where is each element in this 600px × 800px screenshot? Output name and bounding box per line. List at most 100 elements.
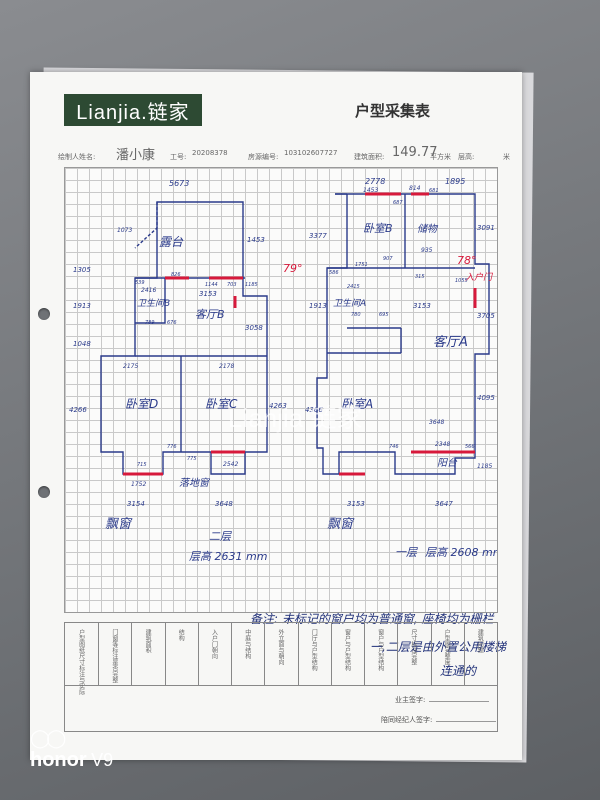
table-col-label: 中庭与结构: [243, 629, 251, 659]
area-value: 149.77: [392, 145, 438, 160]
dim-1752: 1752: [131, 481, 146, 488]
area-label: 建筑面积:: [354, 153, 385, 161]
dim-935: 935: [421, 247, 433, 254]
dim-4263: 4263: [269, 402, 287, 410]
table-col-label: 门厅与户型结构: [310, 629, 318, 671]
dim-2542: 2542: [223, 461, 238, 468]
height-label: 层高:: [458, 153, 475, 161]
camera-brand: honor: [30, 749, 87, 771]
dim-1913-1f: 1913: [309, 302, 327, 310]
house-value: 103102607727: [284, 149, 338, 157]
floor2-red-marks: [123, 276, 245, 476]
camera-model: V9: [91, 750, 114, 770]
dim-1751: 1751: [355, 262, 368, 268]
checklist-table: 户型图纸尺寸标注与实际门窗等标注是否完整建筑面积结构入户门朝向中庭与结构外立面与…: [64, 622, 498, 732]
dim-586: 586: [329, 270, 339, 276]
dim-746: 746: [389, 444, 399, 450]
dim-776: 776: [167, 444, 177, 450]
floor2-caption: 二层: [209, 530, 232, 543]
id-value: 20208378: [192, 149, 228, 157]
dim-2175: 2175: [123, 363, 138, 370]
dim-3058: 3058: [245, 324, 263, 332]
floor1-height-note: 层高 2608 mm: [425, 546, 497, 559]
dim-814: 814: [409, 185, 421, 192]
window-2f-label: 飘窗: [105, 517, 133, 532]
owner-sign: 业主签字:: [395, 695, 490, 705]
terrace-label: 露台: [159, 235, 184, 249]
remark-line-2: 一,二层是由外置公用楼梯: [370, 640, 506, 654]
table-col-label: 尺寸标注完整: [409, 629, 417, 665]
table-col-divider: [397, 623, 399, 685]
dim-681: 681: [429, 188, 439, 194]
dim-4095: 4095: [477, 394, 495, 402]
dim-4266: 4266: [69, 406, 87, 414]
form-title: 户型采集表: [355, 103, 431, 120]
floor2-labels: 露台 卫生间B 客厅B 卧室D 卧室C 落地窗 飘窗 5673 1073 130…: [69, 179, 303, 563]
dim-3648-2f: 3648: [215, 500, 233, 508]
storage-label: 储物: [417, 223, 439, 235]
bath-a-label: 卫生间A: [333, 298, 366, 309]
table-col-divider: [364, 623, 366, 685]
punch-hole-top: [38, 308, 50, 320]
punch-hole-bottom: [38, 486, 50, 498]
height-unit: 米: [503, 153, 510, 161]
table-col-label: 户型图纸尺寸标注与实际: [77, 629, 85, 695]
entrance-label: 入户门: [465, 272, 494, 283]
dim-1185: 1185: [245, 282, 258, 288]
dim-715: 715: [137, 462, 147, 468]
dim-1305: 1305: [73, 266, 91, 274]
floorplan-sheet: Lianjia.链家 户型采集表 绘制人姓名: 潘小康 工号: 20208378…: [30, 72, 522, 760]
camera-rings-icon: ◯◯: [30, 728, 66, 748]
living-a-label: 客厅A: [433, 334, 468, 350]
dim-3648-1f: 3648: [429, 419, 444, 426]
bedroom-c-label: 卧室C: [205, 397, 238, 411]
dim-566: 566: [465, 444, 475, 450]
window-1f-label: 飘窗: [327, 517, 355, 532]
floor1-walls: [316, 193, 490, 475]
floor2-height-note: 层高 2631 mm: [189, 550, 267, 563]
table-col-divider: [463, 623, 465, 685]
table-col-label: 外立面与朝向: [277, 629, 284, 665]
bedroom-d-label: 卧室D: [125, 397, 158, 411]
table-divider: [65, 685, 497, 686]
table-col-label: 建筑问题: [476, 629, 484, 653]
dim-4366: 4366: [305, 406, 323, 414]
table-col-label: 门窗等标注是否完整: [110, 629, 118, 683]
bedroom-b-label: 卧室B: [363, 222, 393, 235]
dim-1453-1f: 1453: [363, 187, 378, 194]
table-col-divider: [297, 623, 299, 685]
living-b-label: 客厅B: [195, 308, 225, 321]
dim-2416: 2416: [141, 287, 156, 294]
dim-1185-1f: 1185: [477, 463, 492, 470]
dim-789: 789: [145, 320, 155, 326]
dim-2348: 2348: [435, 441, 450, 448]
table-col-divider: [430, 623, 432, 685]
dim-2778: 2778: [365, 177, 385, 186]
floorplan-drawing: 露台 卫生间B 客厅B 卧室D 卧室C 落地窗 飘窗 5673 1073 130…: [69, 177, 497, 563]
dim-5673: 5673: [169, 179, 189, 188]
dim-539: 539: [135, 280, 145, 286]
table-col-label: 窗户与户型结构: [376, 629, 384, 671]
dim-775: 775: [187, 456, 197, 462]
dim-3153-1f: 3153: [413, 302, 431, 310]
dim-2415: 2415: [347, 284, 360, 290]
lianjia-logo: Lianjia.链家: [64, 94, 202, 126]
area-unit: 平方米: [430, 153, 451, 161]
table-col-label: 户型图完整度: [443, 629, 451, 665]
floorplan-grid: 露台 卫生间B 客厅B 卧室D 卧室C 落地窗 飘窗 5673 1073 130…: [64, 167, 498, 613]
dim-3091: 3091: [477, 224, 495, 232]
floor1-labels: 卧室B 储物 卫生间A 客厅A 卧室A 阳台 飘窗 入户门 2778 1895 …: [305, 177, 497, 559]
remark-line-3: 连通的: [440, 664, 477, 678]
dim-2178: 2178: [219, 363, 234, 370]
balcony-label: 阳台: [437, 457, 458, 469]
dim-3154: 3154: [127, 500, 145, 508]
angle-78: 78°: [457, 254, 477, 267]
bedroom-a-label: 卧室A: [341, 397, 373, 411]
dim-1144: 1144: [205, 282, 218, 288]
agent-value: 潘小康: [116, 148, 156, 163]
dim-1453: 1453: [247, 236, 265, 244]
angle-79: 79°: [283, 262, 303, 275]
dim-1055: 1055: [455, 278, 468, 284]
table-col-divider: [197, 623, 199, 685]
dim-687: 687: [393, 200, 403, 206]
